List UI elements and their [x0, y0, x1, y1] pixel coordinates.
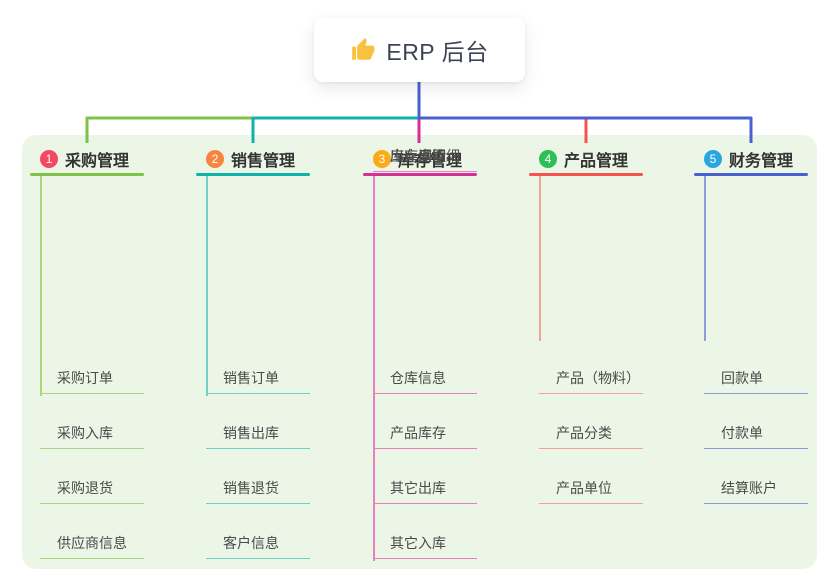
- child-connector-line: [206, 176, 208, 396]
- child-topic-sales-order[interactable]: 销售订单: [206, 370, 310, 394]
- child-topic-customer-info[interactable]: 客户信息: [206, 535, 310, 559]
- child-topic-payment-doc[interactable]: 付款单: [704, 425, 808, 449]
- connector-purchasing: [85, 82, 421, 143]
- child-topic-product-category[interactable]: 产品分类: [539, 425, 643, 449]
- branch-underline: [30, 173, 144, 176]
- child-topic-sales-return[interactable]: 销售退货: [206, 480, 310, 504]
- branch-number-badge: 5: [704, 150, 722, 168]
- child-topic-product-stock[interactable]: 产品库存: [373, 425, 477, 449]
- branch-number-badge: 4: [539, 150, 557, 168]
- child-topic-supplier-info[interactable]: 供应商信息: [40, 535, 144, 559]
- branch-number-badge: 2: [206, 150, 224, 168]
- thumbs-up-icon: [350, 37, 376, 63]
- root-node-erp-backend[interactable]: ERP 后台: [314, 18, 525, 82]
- branch-underline: [694, 173, 808, 176]
- root-node-label: ERP 后台: [386, 39, 489, 65]
- child-topic-purchase-order[interactable]: 采购订单: [40, 370, 144, 394]
- branch-title-inventory[interactable]: 库存管理: [398, 153, 463, 170]
- child-connector-line: [539, 176, 541, 341]
- child-topic-receipt-doc[interactable]: 回款单: [704, 370, 808, 394]
- mindmap-panel: [22, 135, 817, 569]
- connector-sales: [251, 82, 421, 143]
- branch-underline: [529, 173, 643, 176]
- child-topic-sales-outbound[interactable]: 销售出库: [206, 425, 310, 449]
- child-connector-line: [704, 176, 706, 341]
- child-connector-line: [373, 176, 375, 561]
- branch-title-finance[interactable]: 财务管理: [729, 153, 794, 170]
- child-topic-purchase-return[interactable]: 采购退货: [40, 480, 144, 504]
- child-topic-outbound-detail[interactable]: 出库库明细: [373, 148, 477, 172]
- child-connector-line: [40, 176, 42, 396]
- branch-number-badge: 3: [373, 150, 391, 168]
- child-topic-product-unit[interactable]: 产品单位: [539, 480, 643, 504]
- child-topic-settlement-account[interactable]: 结算账户: [704, 480, 808, 504]
- branch-underline: [363, 173, 477, 176]
- child-topic-warehouse-info[interactable]: 仓库信息: [373, 370, 477, 394]
- branch-underline: [196, 173, 310, 176]
- child-topic-other-inbound[interactable]: 其它入库: [373, 535, 477, 559]
- child-topic-purchase-inbound[interactable]: 采购入库: [40, 425, 144, 449]
- connector-product: [417, 82, 588, 143]
- child-topic-other-outbound[interactable]: 其它出库: [373, 480, 477, 504]
- branch-number-badge: 1: [40, 150, 58, 168]
- child-topic-product-material[interactable]: 产品（物料）: [539, 370, 643, 394]
- connector-finance: [417, 82, 753, 143]
- branch-title-sales[interactable]: 销售管理: [231, 153, 296, 170]
- branch-title-purchasing[interactable]: 采购管理: [65, 153, 130, 170]
- branch-title-product[interactable]: 产品管理: [564, 153, 629, 170]
